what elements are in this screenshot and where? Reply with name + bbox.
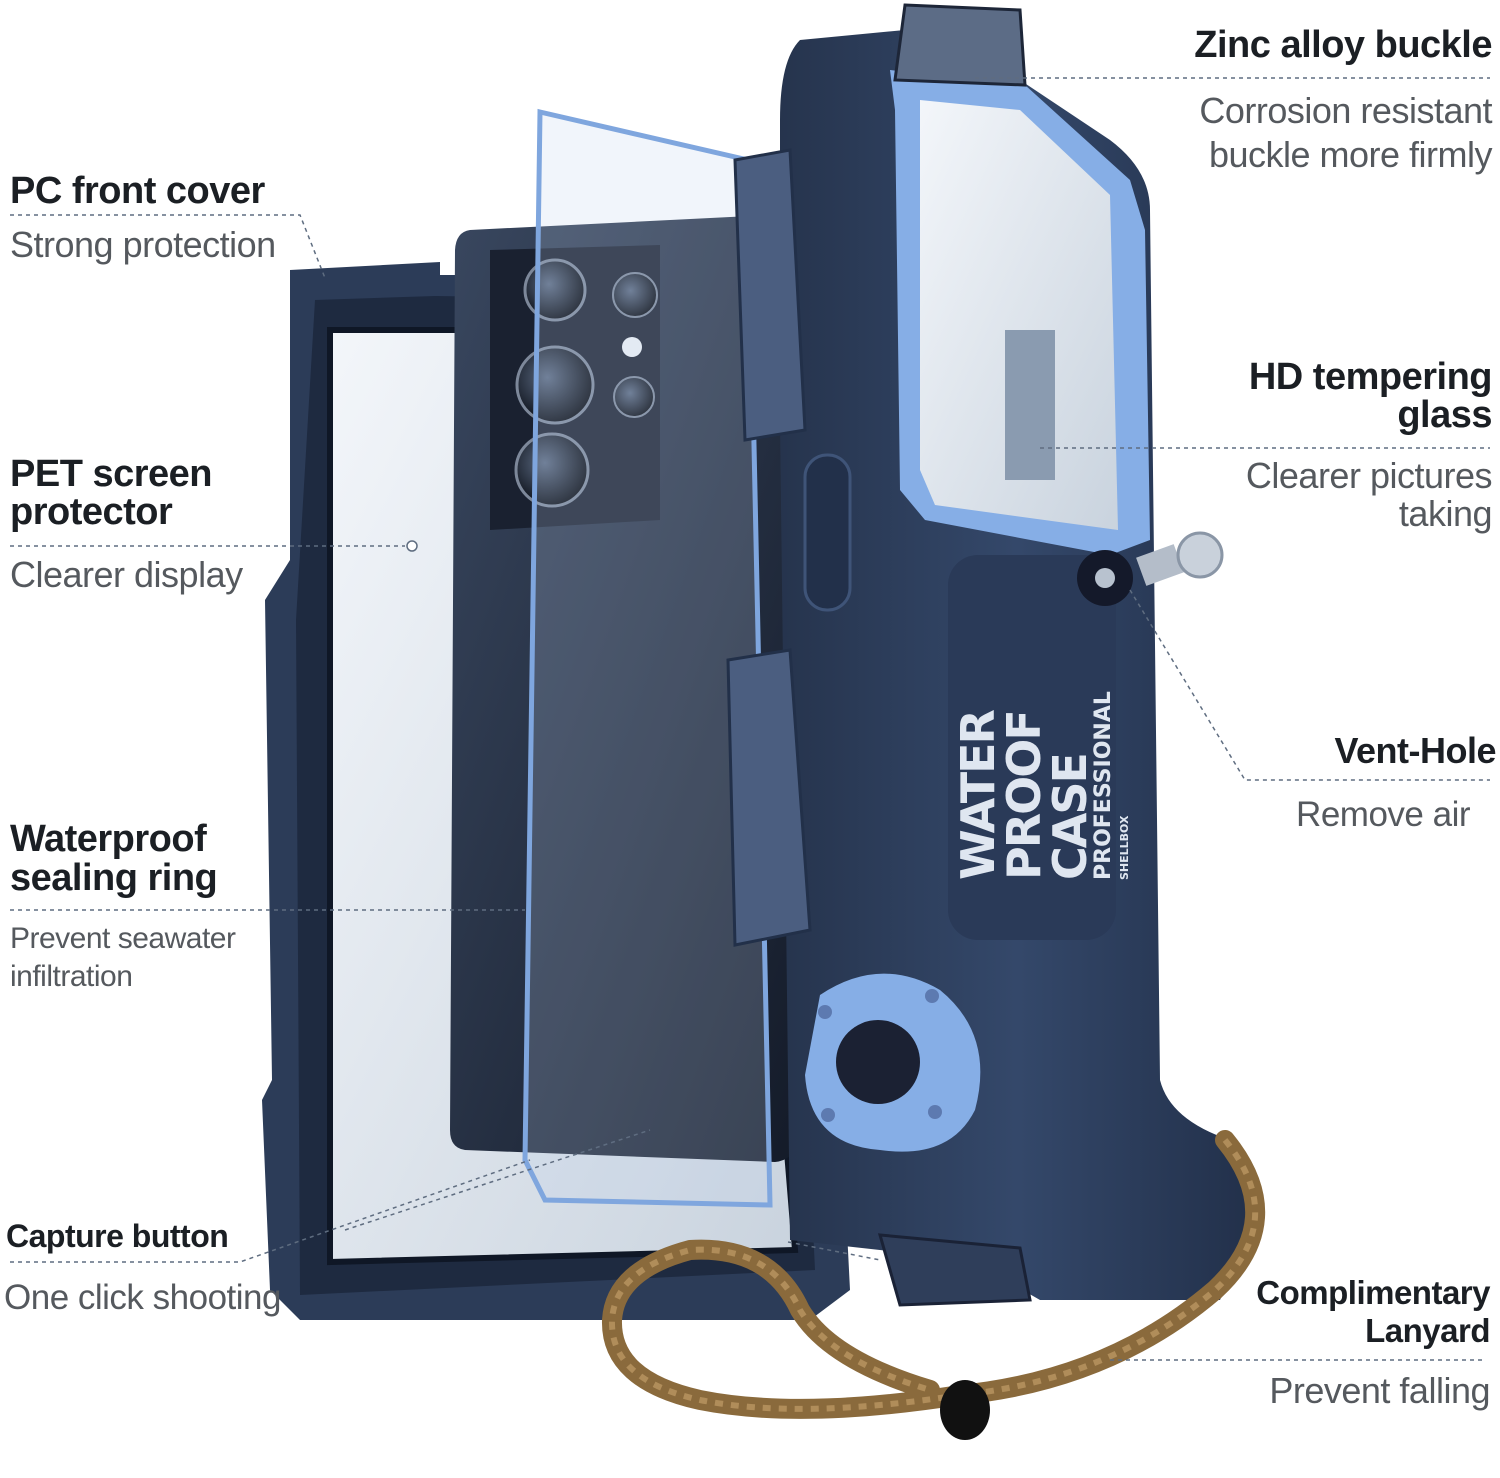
hd-tempering-glass-title-2: glass — [1397, 394, 1492, 436]
waterproof-sealing-ring-desc-2: infiltration — [10, 960, 133, 993]
vent-hole-title: Vent-Hole — [1334, 730, 1496, 771]
pet-screen-protector-desc: Clearer display — [10, 554, 243, 595]
case-print-professional: PROFESSIONAL — [1091, 691, 1116, 880]
pet-screen-protector — [522, 108, 773, 1208]
pet-leader-endpoint — [406, 540, 418, 552]
case-print-case: CASE — [1043, 754, 1097, 880]
zinc-alloy-buckle-desc-2: buckle more firmly — [1208, 134, 1493, 175]
capture-button-desc: One click shooting — [4, 1278, 281, 1317]
waterproof-sealing-ring-desc-1: Prevent seawater — [10, 922, 236, 955]
hd-tempering-glass-desc-2: taking — [1398, 493, 1493, 534]
zinc-alloy-buckle-title: Zinc alloy buckle — [1194, 24, 1492, 66]
lanyard-stopper — [940, 1380, 990, 1440]
case-print-water: WATER — [951, 711, 1005, 880]
pc-front-cover-title: PC front cover — [10, 170, 265, 212]
waterproof-sealing-ring-title-2: sealing ring — [10, 857, 218, 899]
capture-button-title: Capture button — [6, 1218, 229, 1254]
complimentary-lanyard-title-2: Lanyard — [1365, 1312, 1490, 1349]
leader-lines — [10, 77, 1490, 1361]
case-print: WATER PROOF CASE PROFESSIONAL SHELLBOX — [951, 630, 1131, 881]
hd-tempering-glass-title-1: HD tempering — [1248, 356, 1493, 398]
pet-screen-protector-title-1: PET screen — [10, 453, 213, 495]
complimentary-lanyard-title-1: Complimentary — [1256, 1274, 1490, 1311]
waterproof-case-body — [726, 3, 1255, 1307]
hd-tempering-glass-desc-1: Clearer pictures — [1245, 455, 1493, 496]
pc-front-cover-desc: Strong protection — [10, 224, 276, 265]
complimentary-lanyard-desc: Prevent falling — [1269, 1370, 1490, 1411]
vent-hole-desc: Remove air — [1296, 795, 1470, 834]
zinc-alloy-buckle-desc-1: Corrosion resistant — [1199, 90, 1492, 131]
waterproof-sealing-ring-title-1: Waterproof — [10, 818, 207, 860]
pet-screen-protector-title-2: protector — [10, 491, 173, 533]
case-print-proof: PROOF — [997, 711, 1051, 880]
case-print-brand: SHELLBOX — [1118, 815, 1131, 881]
